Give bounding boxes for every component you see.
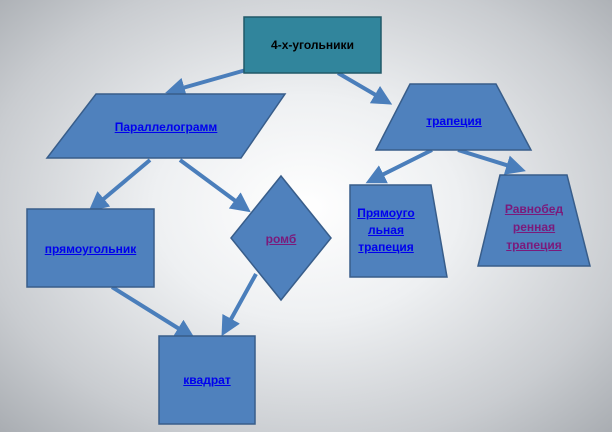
right-trapezoid-line-1: Прямоуго (357, 206, 415, 220)
parallelogram-link[interactable]: Параллелограмм (114, 120, 218, 134)
arrow-parallelogram-to-rectangle (88, 158, 152, 212)
right-trapezoid-line-2: льная (368, 223, 404, 237)
right-trapezoid-link[interactable]: Прямоуго льная трапеция (350, 205, 422, 256)
arrow-trapezoid-to-isosceles (457, 148, 526, 175)
right-trapezoid-shape[interactable] (349, 184, 448, 278)
root-box (243, 16, 382, 74)
rectangle-link[interactable]: прямоугольник (44, 242, 137, 256)
rectangle-shape[interactable] (26, 208, 155, 288)
isosceles-trapezoid-line-2: ренная (512, 220, 556, 234)
right-trapezoid-line-3: трапеция (358, 240, 414, 254)
arrow-parallelogram-to-rhombus (178, 158, 251, 213)
isosceles-trapezoid-shape[interactable] (477, 174, 591, 267)
isosceles-trapezoid-line-3: трапеция (506, 238, 562, 252)
arrows (88, 68, 526, 339)
root-label: 4-х-угольники (271, 38, 354, 52)
square-link[interactable]: квадрат (183, 373, 231, 387)
rhombus-shape[interactable] (230, 174, 332, 302)
square-shape[interactable] (158, 335, 256, 425)
parallelogram-shape[interactable] (45, 93, 287, 159)
arrow-trapezoid-to-right-trapezoid (365, 148, 433, 184)
isosceles-trapezoid-link[interactable]: Равнобед ренная трапеция (490, 200, 578, 254)
trapezoid-link[interactable]: трапеция (426, 114, 482, 128)
arrow-rhombus-to-square (221, 273, 258, 337)
isosceles-trapezoid-line-1: Равнобед (504, 202, 564, 216)
arrow-root-to-trapezoid (336, 71, 393, 105)
rhombus-link[interactable]: ромб (265, 232, 297, 246)
arrow-rectangle-to-square (110, 285, 196, 339)
arrow-root-to-parallelogram (165, 68, 247, 98)
trapezoid-shape[interactable] (374, 83, 533, 151)
